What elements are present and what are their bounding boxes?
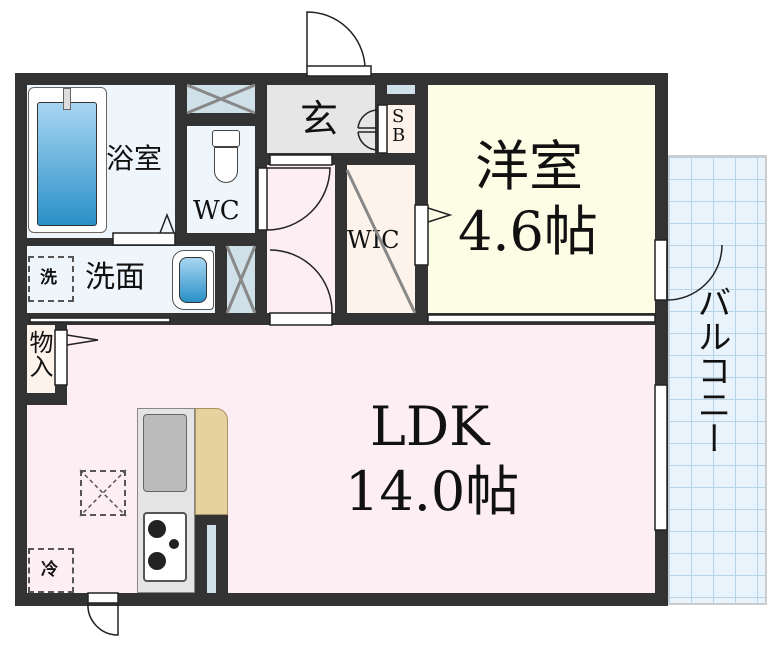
washroom-label: 洗面	[85, 260, 145, 295]
toilet-icon	[212, 130, 240, 188]
balcony-label: バルコニー	[691, 285, 731, 455]
western-room	[428, 85, 655, 313]
bathtub	[28, 87, 107, 233]
wic-label: WIC	[347, 226, 400, 254]
fridge-space	[28, 548, 74, 593]
western-room-size: 4.6帖	[458, 200, 598, 263]
shoe-box	[387, 105, 415, 153]
wash-basin	[172, 250, 214, 310]
dashed-box	[80, 470, 126, 516]
balcony	[667, 155, 767, 605]
storage-label: 物入	[25, 330, 53, 378]
entrance	[267, 85, 375, 153]
bath-label: 浴室	[106, 142, 163, 175]
vent-shaft	[207, 525, 216, 593]
ldk-room	[27, 325, 655, 593]
wc-label: WC	[193, 196, 240, 226]
storage	[27, 325, 55, 393]
entrance-label: 玄	[300, 97, 339, 141]
shoe-box-label: SB	[392, 106, 406, 146]
western-room-label: 洋室	[475, 135, 583, 198]
wood-counter	[195, 408, 228, 515]
sink-icon	[143, 414, 187, 492]
fridge-label: 冷	[41, 560, 58, 580]
ldk-label: LDK	[370, 395, 490, 458]
hallway	[267, 165, 335, 313]
stove-icon	[143, 512, 187, 582]
washer-space	[28, 256, 74, 302]
ldk-size: 14.0帖	[345, 460, 520, 523]
washer-label: 洗	[40, 268, 57, 288]
vent-shaft	[387, 85, 415, 94]
